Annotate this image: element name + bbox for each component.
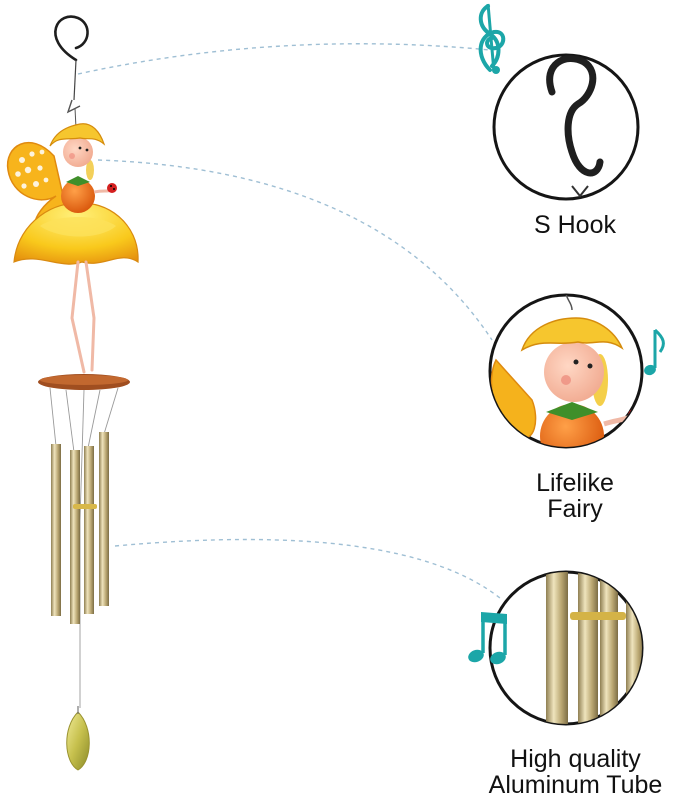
caption-s-hook-text: S Hook xyxy=(534,211,616,239)
connector-tube xyxy=(114,538,501,599)
eighth-note-icon xyxy=(644,328,665,376)
ladybug xyxy=(107,183,117,193)
connector-lines xyxy=(77,43,501,599)
detail-circle-fairy xyxy=(488,293,644,449)
fairy-skirt xyxy=(13,202,139,265)
caption-lifelike-fairy: Lifelike Fairy xyxy=(500,470,650,522)
s-hook-detail xyxy=(546,55,604,177)
fairy-body xyxy=(61,179,95,213)
caption-tube-line1: High quality xyxy=(510,745,641,773)
fairy-hat xyxy=(49,123,106,147)
caption-fairy-line2: Fairy xyxy=(547,495,603,523)
caption-aluminum-tube: High quality Aluminum Tube xyxy=(468,746,679,798)
top-hook xyxy=(54,15,89,62)
caption-tube-line2: Aluminum Tube xyxy=(488,771,663,799)
detail-circle-hook xyxy=(492,53,640,201)
caption-fairy-line1: Lifelike xyxy=(536,469,614,497)
fairy-head xyxy=(63,137,93,167)
fairy-legs xyxy=(70,260,96,374)
connector-fairy xyxy=(97,159,493,341)
chime-tubes xyxy=(51,432,109,624)
connector-hook xyxy=(77,43,491,75)
detail-circle-tube xyxy=(488,570,644,726)
treble-clef-icon xyxy=(478,3,506,74)
beamed-notes-icon xyxy=(468,612,507,665)
wind-chime xyxy=(6,15,139,771)
caption-s-hook: S Hook xyxy=(500,212,650,238)
crystal-drop xyxy=(66,711,90,771)
